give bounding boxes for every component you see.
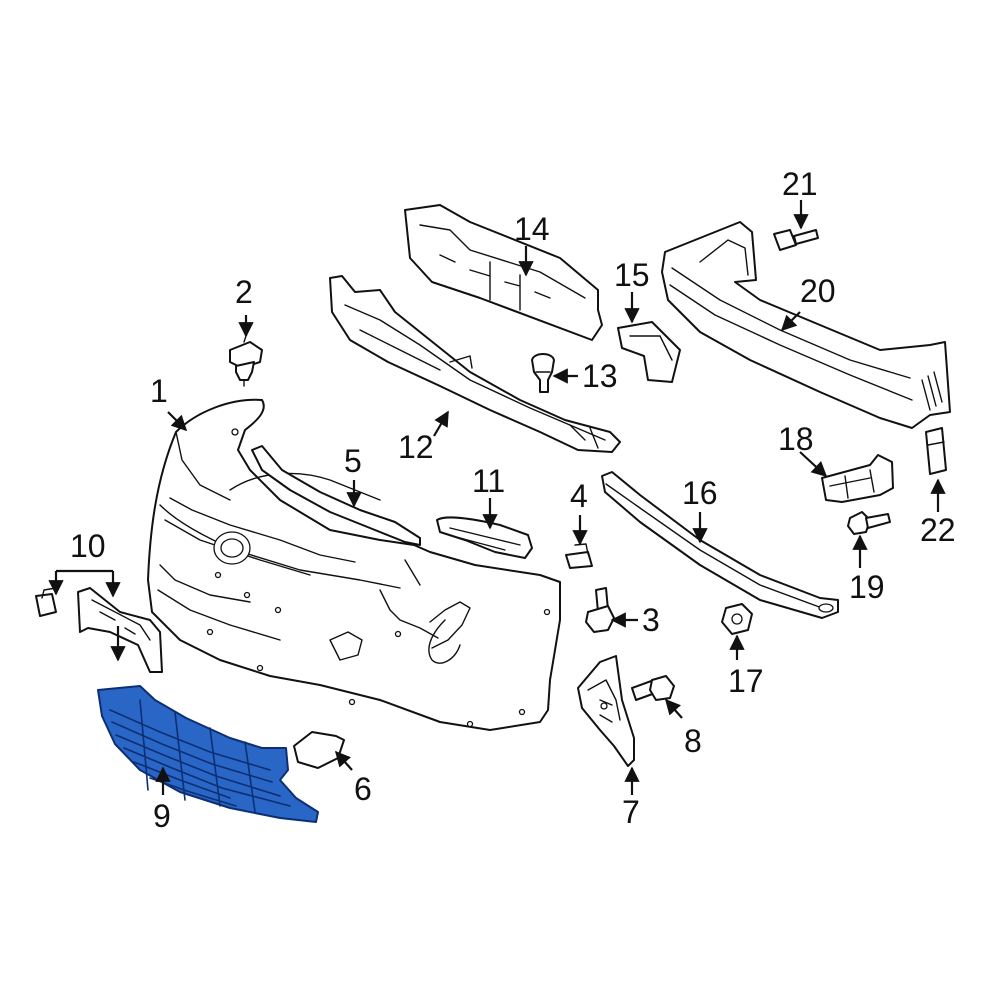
callout-5: 5 xyxy=(344,443,362,479)
callout-20: 20 xyxy=(800,273,836,309)
part-19-bolt xyxy=(847,511,891,535)
part-13-clip xyxy=(531,353,555,393)
part-14-upper-absorber xyxy=(404,204,603,341)
part-2-clip xyxy=(229,335,263,387)
callout-leaders xyxy=(48,200,946,795)
callout-9: 9 xyxy=(153,798,171,834)
callout-13: 13 xyxy=(582,358,618,394)
part-22-pad xyxy=(925,427,947,475)
callout-18: 18 xyxy=(778,421,814,457)
part-9-lower-grille xyxy=(97,685,319,823)
part-8-bolt xyxy=(631,675,675,701)
callout-12: 12 xyxy=(398,429,434,465)
callout-numbers: 1 2 3 4 5 6 7 8 9 10 11 12 13 14 15 16 1… xyxy=(70,166,956,834)
part-5-seal xyxy=(251,445,421,546)
callout-10: 10 xyxy=(70,528,106,564)
callout-4: 4 xyxy=(570,478,588,514)
part-6-cover xyxy=(293,731,345,769)
callout-19: 19 xyxy=(849,569,885,605)
part-17-nut xyxy=(721,603,753,635)
callout-22: 22 xyxy=(920,512,956,548)
callout-17: 17 xyxy=(728,663,764,699)
callout-21: 21 xyxy=(782,166,818,202)
callout-8: 8 xyxy=(684,723,702,759)
callout-6: 6 xyxy=(354,771,372,807)
callout-2: 2 xyxy=(235,274,253,310)
part-4-nut xyxy=(565,543,593,569)
part-1-bumper-cover xyxy=(147,398,561,731)
part-16-bar xyxy=(601,471,839,619)
callout-14: 14 xyxy=(514,211,550,247)
part-10-bracket xyxy=(35,587,163,673)
part-20-reinforcement xyxy=(661,221,951,429)
callout-1: 1 xyxy=(150,373,168,409)
part-7-bracket xyxy=(577,655,635,767)
part-21-bolt xyxy=(773,229,819,251)
part-15-bracket xyxy=(617,321,681,383)
part-11-bracket xyxy=(436,516,533,559)
callout-11: 11 xyxy=(472,463,505,499)
part-3-bolt xyxy=(585,587,615,633)
part-12-energy-absorber xyxy=(329,275,621,453)
callout-15: 15 xyxy=(614,257,650,293)
callout-3: 3 xyxy=(642,602,660,638)
part-18-bracket xyxy=(821,454,894,503)
callout-7: 7 xyxy=(622,794,640,830)
callout-16: 16 xyxy=(682,475,718,511)
